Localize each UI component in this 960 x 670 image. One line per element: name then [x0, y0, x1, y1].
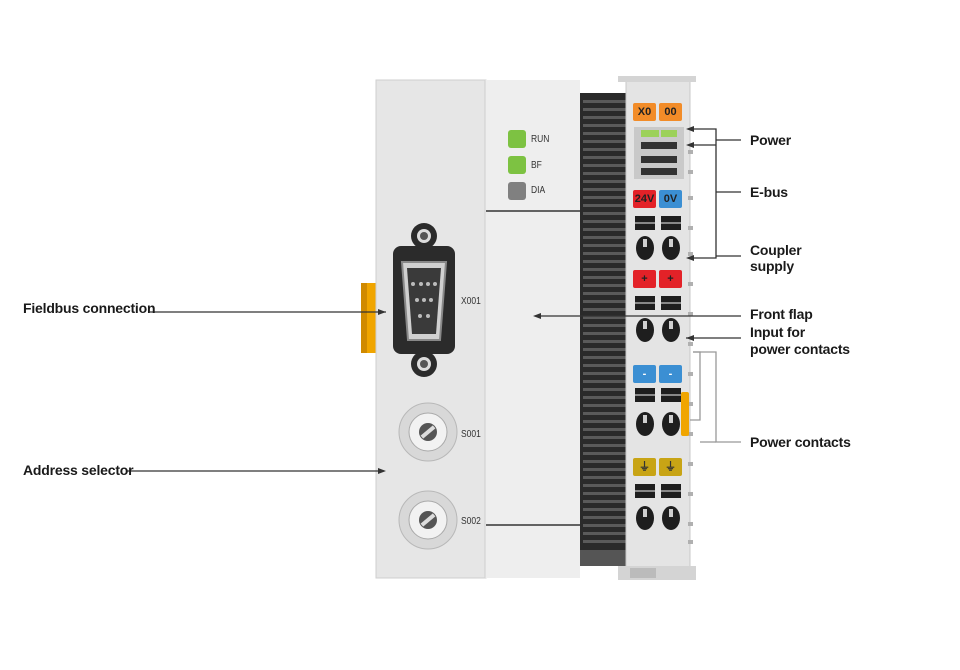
led-dia-label: DIA: [531, 185, 546, 196]
badge-0v: 0V: [659, 190, 682, 208]
front-flap-panel: [485, 80, 580, 578]
label-ebus: E-bus: [750, 184, 788, 200]
arrowheads: [378, 126, 694, 474]
label-coupler-supply-line2: supply: [750, 258, 794, 274]
badge-ground-1: ⏚: [633, 458, 656, 476]
connector-label: X001: [461, 296, 481, 307]
dsub-connector: [393, 223, 455, 377]
rotary-switch-s002: [398, 490, 458, 550]
badge-minus-2: -: [659, 365, 682, 383]
badge-plus-1: +: [633, 270, 656, 288]
badge-minus-1: -: [633, 365, 656, 383]
label-fieldbus-connection: Fieldbus connection: [23, 300, 156, 316]
badge-24v: 24V: [633, 190, 656, 208]
power-contact-bar: [681, 392, 689, 436]
label-coupler-supply-line1: Coupler: [750, 242, 802, 258]
badge-ground-2: ⏚: [659, 458, 682, 476]
label-front-flap: Front flap: [750, 306, 813, 322]
rotary-switch-s001: [398, 402, 458, 462]
label-power-contacts: Power contacts: [750, 434, 851, 450]
led-bf-label: BF: [531, 160, 542, 171]
badge-plus-2: +: [659, 270, 682, 288]
badge-00: 00: [659, 103, 682, 121]
badge-x0: X0: [633, 103, 656, 121]
led-dia: [508, 182, 526, 200]
label-address-selector: Address selector: [23, 462, 134, 478]
led-bf: [508, 156, 526, 174]
leader-lines: [127, 128, 741, 472]
label-power: Power: [750, 132, 792, 148]
switch-label-s001: S001: [461, 429, 481, 440]
label-input-power-contacts-line1: Input for: [750, 324, 805, 340]
led-run: [508, 130, 526, 148]
label-input-power-contacts-line2: power contacts: [750, 341, 850, 357]
led-run-label: RUN: [531, 134, 550, 145]
switch-label-s002: S002: [461, 516, 481, 527]
